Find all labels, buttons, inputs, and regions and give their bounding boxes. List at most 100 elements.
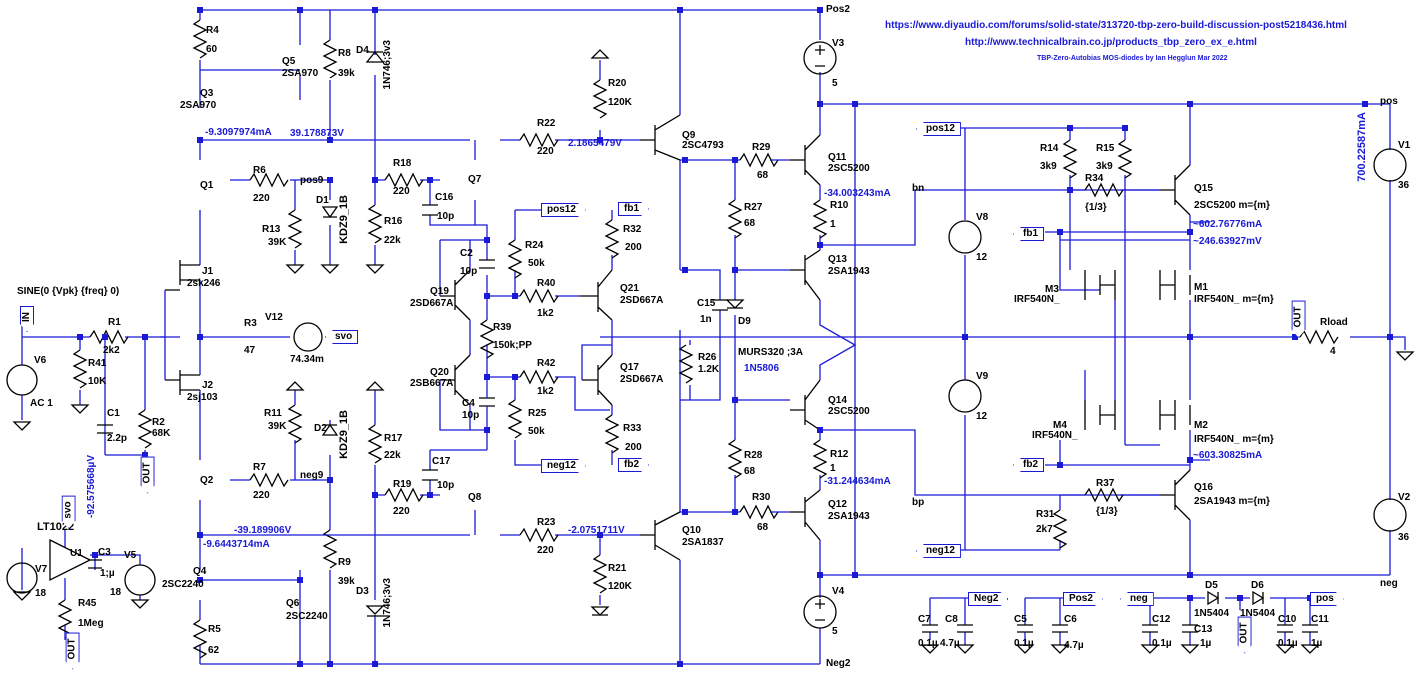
label-q21: Q21 xyxy=(620,283,639,294)
readout-vu1: -92.575668µV xyxy=(86,455,97,519)
value-v8: 12 xyxy=(976,252,988,263)
label-m4: M4 xyxy=(1053,420,1067,431)
flag-fb1-mid: fb1 xyxy=(618,202,649,216)
value-r6: 220 xyxy=(253,193,270,204)
label-r19: R19 xyxy=(393,479,412,490)
label-r13: R13 xyxy=(262,224,281,235)
label-v12: V12 xyxy=(265,312,283,323)
value-v4: 5 xyxy=(832,626,838,637)
label-c16: C16 xyxy=(435,192,454,203)
flag-neg2: Neg2 xyxy=(968,592,1008,606)
label-c5: C5 xyxy=(1014,614,1027,625)
model-q10: 2SA1837 xyxy=(682,537,724,548)
label-v1: V1 xyxy=(1398,140,1411,151)
label-r21: R21 xyxy=(608,563,627,574)
value-r1: 2k2 xyxy=(103,345,120,356)
label-c3: C3 xyxy=(98,547,111,558)
flag-fb2-right: fb2 xyxy=(1013,458,1044,472)
model-j1: 2sk246 xyxy=(187,278,221,289)
value-v1: 36 xyxy=(1398,180,1410,191)
label-c17: C17 xyxy=(432,456,451,467)
label-j2: J2 xyxy=(202,380,214,391)
label-r15: R15 xyxy=(1096,143,1115,154)
label-rload: Rload xyxy=(1320,317,1348,328)
label-v7: V7 xyxy=(35,564,48,575)
model-d5: 1N5404 xyxy=(1194,608,1230,619)
label-c6: C6 xyxy=(1064,614,1077,625)
label-c10: C10 xyxy=(1278,614,1297,625)
value-r26: 1.2K xyxy=(698,364,720,375)
label-r10: R10 xyxy=(830,200,849,211)
model-m4: IRF540N_ xyxy=(1032,430,1078,441)
value-r23: 220 xyxy=(537,545,554,556)
label-c2: C2 xyxy=(460,248,473,259)
label-r7: R7 xyxy=(253,462,266,473)
value-r10: 1 xyxy=(830,219,836,230)
label-q10: Q10 xyxy=(682,525,701,536)
value-r3: 47 xyxy=(244,345,256,356)
label-r9: R9 xyxy=(338,557,351,568)
value-r29: 68 xyxy=(757,170,769,181)
value-r2: 68K xyxy=(152,428,171,439)
label-c15: C15 xyxy=(697,298,716,309)
readout-iq16: ~603.30825mA xyxy=(1193,450,1263,461)
model-d3: 1N746;3v3 xyxy=(382,578,393,628)
model-j2: 2sj103 xyxy=(187,392,218,403)
reference-url-1[interactable]: https://www.diyaudio.com/forums/solid-st… xyxy=(885,20,1347,31)
value-c1: 2.2p xyxy=(107,433,128,444)
readout-iv1: 700.22587mA xyxy=(1356,112,1368,182)
value-v5: 18 xyxy=(110,587,122,598)
value-v2: 36 xyxy=(1398,532,1410,543)
label-c12: C12 xyxy=(1152,614,1171,625)
label-r39: R39 xyxy=(493,322,512,333)
label-d5: D5 xyxy=(1205,580,1218,591)
value-r8: 39k xyxy=(338,68,355,79)
label-v8: V8 xyxy=(976,212,989,223)
value-r28: 68 xyxy=(744,466,756,477)
model-q21: 2SD667A xyxy=(620,295,664,306)
label-r20: R20 xyxy=(608,78,627,89)
value-r16: 22k xyxy=(384,235,401,246)
model-q6: 2SC2240 xyxy=(286,611,328,622)
value-c4: 10p xyxy=(462,410,480,421)
value-r31: 2k7 xyxy=(1036,524,1053,535)
readout-iq15: ~602.76776mA xyxy=(1193,219,1263,230)
label-m1: M1 xyxy=(1194,282,1208,293)
label-r33: R33 xyxy=(623,423,642,434)
label-r17: R17 xyxy=(384,433,403,444)
model-q15: 2SC5200 m={m} xyxy=(1194,200,1270,211)
value-r21: 120K xyxy=(608,581,632,592)
value-v7: 18 xyxy=(35,588,47,599)
readout-vq15: ~246.63927mV xyxy=(1193,236,1262,247)
label-q16: Q16 xyxy=(1194,482,1213,493)
credit-text: TBP-Zero-Autobias MOS-diodes by Ian Hegg… xyxy=(1037,55,1228,62)
value-c17: 10p xyxy=(437,480,455,491)
node-pos9: pos9 xyxy=(300,175,324,186)
value-c15: 1n xyxy=(700,314,712,325)
model-q4: 2SC2240 xyxy=(162,579,204,590)
readout-iq3: -9.3097974mA xyxy=(205,127,272,138)
label-q13: Q13 xyxy=(828,254,847,265)
rail-pos2-label: Pos2 xyxy=(826,4,850,15)
model-d2: KDZ9_1B xyxy=(338,410,350,459)
label-r37: R37 xyxy=(1096,478,1115,489)
value-r14: 3k9 xyxy=(1040,161,1057,172)
label-d9: D9 xyxy=(738,316,751,327)
value-r22: 220 xyxy=(537,146,554,157)
rail-neg-label: neg xyxy=(1380,578,1398,589)
value-r42: 1k2 xyxy=(537,386,554,397)
label-r40: R40 xyxy=(537,278,556,289)
model-q17: 2SD667A xyxy=(620,374,664,385)
reference-url-2[interactable]: http://www.technicalbrain.co.jp/products… xyxy=(965,37,1257,48)
value-r11: 39K xyxy=(268,421,287,432)
value-c7: 0.1µ xyxy=(918,638,938,649)
value-c16: 10p xyxy=(437,211,455,222)
model-m2: IRF540N_ m={m} xyxy=(1194,434,1274,445)
label-r2: R2 xyxy=(152,417,165,428)
label-r27: R27 xyxy=(744,202,763,213)
label-q6: Q6 xyxy=(286,598,300,609)
label-q1: Q1 xyxy=(200,180,214,191)
label-r26: R26 xyxy=(698,352,717,363)
value-v12: 74.34m xyxy=(290,354,324,365)
